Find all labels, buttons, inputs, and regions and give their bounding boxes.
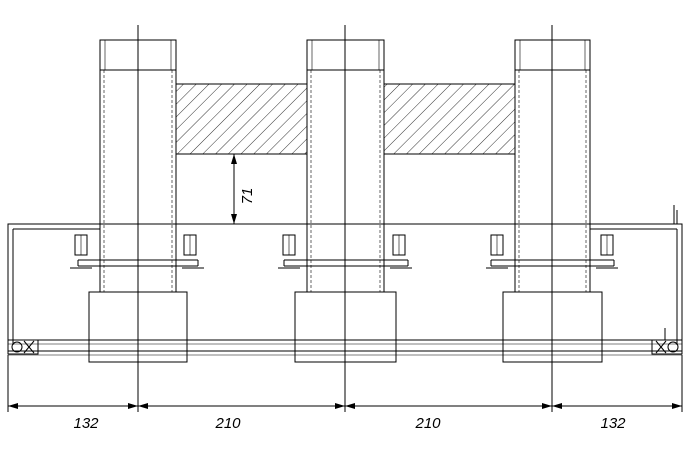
- right-edge-marker: [673, 205, 678, 224]
- dimension-label-3: 210: [414, 415, 441, 432]
- right-end-fitting: [651, 328, 683, 355]
- horizontal-dimension-chain: [7, 355, 683, 412]
- dimension-label-2: 210: [214, 415, 241, 432]
- hatched-spacer-left: [175, 83, 308, 155]
- hatched-spacer-right: [383, 83, 516, 155]
- gap-dimension-label: 71: [239, 188, 256, 205]
- gap-dimension: [231, 154, 237, 224]
- dimension-label-4: 132: [600, 415, 626, 432]
- centerlines: [137, 25, 553, 412]
- dimension-label-1: 132: [73, 415, 99, 432]
- left-end-fitting: [7, 339, 39, 355]
- column-2: [278, 39, 412, 363]
